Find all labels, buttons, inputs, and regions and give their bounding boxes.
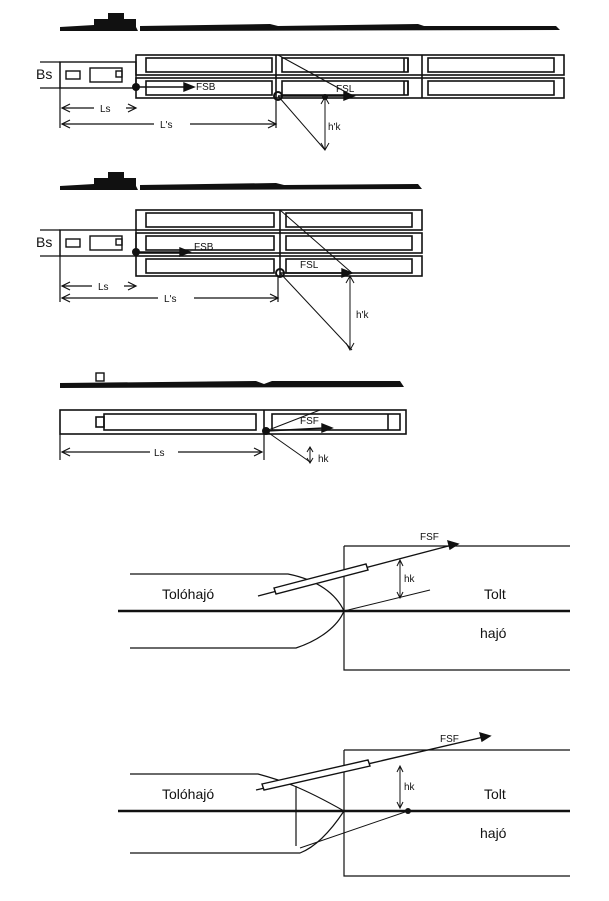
- figure-5-pushed-barge-outline: [343, 749, 570, 877]
- figure-1-fsl-label: FSL: [336, 84, 355, 95]
- figure-1-fsb-label: FSB: [196, 82, 216, 93]
- figure-3-side-view: [60, 372, 404, 388]
- figure-4-pusher-label: Tolóhajó: [162, 586, 214, 602]
- figure-1-bs-label: Bs: [36, 66, 52, 82]
- figure-2-pusher: [59, 229, 137, 257]
- figure-2-barges: [135, 209, 423, 277]
- figure-5-coupling-close-up: FSF hk Tolóhajó Tolt hajó: [118, 731, 570, 877]
- figure-3-construction-lines: [265, 409, 321, 464]
- figure-5-coupling-bar: [255, 731, 492, 791]
- figure-2-convoy-three-by-two: Bs FSB FSL Ls L's h'k: [36, 172, 423, 352]
- figure-2-bs-label: Bs: [36, 234, 52, 250]
- figure-2-hk-prime-label: h'k: [356, 310, 369, 321]
- figure-3-hk-label: hk: [318, 454, 330, 465]
- figure-2-force-fsb: [136, 246, 192, 258]
- figure-4-fsf-label: FSF: [420, 532, 439, 543]
- figure-4-hk-label: hk: [404, 574, 416, 585]
- figure-3-fsf-label: FSF: [300, 416, 319, 427]
- figure-5-hk-label: hk: [404, 782, 416, 793]
- figure-4-hk-dimension: [343, 558, 431, 612]
- figure-2-ls-label: Ls: [98, 282, 109, 293]
- figure-2-side-view: [60, 172, 422, 190]
- figure-1-pusher: [59, 61, 137, 89]
- figure-5-fsf-label: FSF: [440, 734, 459, 745]
- figure-2-fsl-label: FSL: [300, 260, 319, 271]
- figure-5-pusher-label: Tolóhajó: [162, 786, 214, 802]
- figure-3-force-fsf: [265, 422, 334, 434]
- figure-1-ls-label: Ls: [100, 104, 111, 115]
- figure-1-force-fsb: [136, 81, 196, 93]
- figure-2-construction-lines: [279, 209, 355, 352]
- figure-2-ls-prime-label: L's: [164, 294, 176, 305]
- figure-5-barge-label-line1: Tolt: [484, 786, 506, 802]
- figure-4-coupling-close-up: FSF hk Tolóhajó Tolt hajó: [118, 532, 570, 671]
- figure-3-barges: [59, 409, 407, 435]
- figure-4-pushed-barge-outline: [343, 545, 570, 671]
- figure-4-barge-label-line2: hajó: [480, 625, 507, 641]
- figure-2-fsb-label: FSB: [194, 242, 214, 253]
- figure-1-ls-prime-label: L's: [160, 120, 172, 131]
- figure-5-barge-label-line2: hajó: [480, 825, 507, 841]
- figure-3-pusher-single-barge: FSF Ls hk: [59, 372, 407, 465]
- figure-1-construction-lines: [277, 54, 354, 152]
- figure-4-coupling-bar: [257, 539, 460, 597]
- figure-1-side-view: [60, 13, 560, 31]
- figure-1-barges: [135, 54, 565, 99]
- figure-4-pusher-bow: [130, 573, 345, 649]
- figure-1-convoy-two-by-three: Bs FSB FSL Ls L's h'k: [36, 13, 565, 152]
- figure-5-hk-dimension: [299, 764, 409, 849]
- figure-4-barge-label-line1: Tolt: [484, 586, 506, 602]
- figure-3-ls-label: Ls: [154, 448, 165, 459]
- figure-1-hk-prime-label: h'k: [328, 122, 341, 133]
- figure-2-force-fsl: [280, 267, 354, 279]
